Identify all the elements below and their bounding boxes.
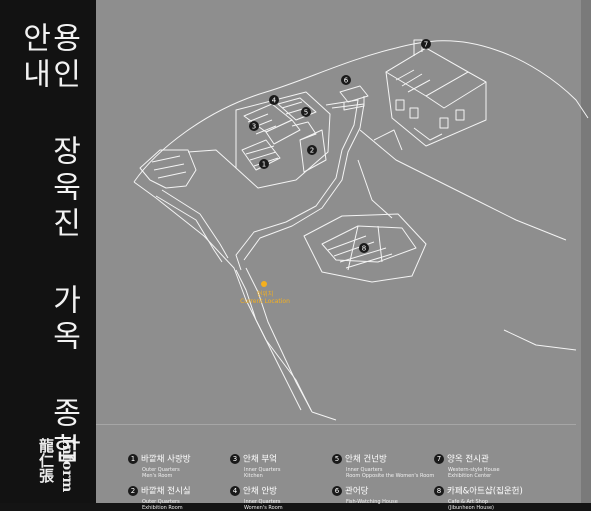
legend-subtitle-2: (Jibunheon House) bbox=[448, 505, 495, 511]
legend-subtitle-2: Women's Room bbox=[244, 505, 283, 511]
marker-3-label: 3 bbox=[252, 123, 256, 131]
marker-5-label: 5 bbox=[304, 109, 308, 117]
marker-1-label: 1 bbox=[262, 161, 266, 169]
left-title-strip bbox=[0, 0, 96, 503]
marker-5[interactable] bbox=[301, 107, 311, 117]
marker-8[interactable] bbox=[359, 243, 369, 253]
site-boundary bbox=[133, 40, 589, 183]
panel-edge bbox=[581, 0, 591, 503]
legend-subtitle-2: Men's Room bbox=[142, 473, 173, 479]
outer-wall bbox=[139, 149, 197, 189]
legend-subtitle-2: Exhibition Center bbox=[448, 473, 492, 479]
pavilion-6 bbox=[339, 85, 369, 103]
legend-subtitle-2: Exhibition Room bbox=[142, 505, 183, 511]
current-location-label: 현위치 Current Location bbox=[230, 291, 300, 305]
legend-title: 관어당 bbox=[345, 486, 369, 497]
legend-number-icon: 2 bbox=[128, 485, 138, 496]
marker-1[interactable] bbox=[259, 159, 269, 169]
title-info-latin: Inform bbox=[59, 438, 75, 493]
marker-7[interactable] bbox=[421, 39, 431, 49]
legend-title: 안채 부엌 bbox=[243, 454, 277, 465]
legend-number-icon: 6 bbox=[332, 485, 342, 496]
legend-subtitle: Cafe & Art Shop bbox=[448, 499, 489, 505]
legend-number-icon: 1 bbox=[128, 453, 138, 464]
legend-subtitle-2: Room Opposite the Women's Room bbox=[346, 473, 435, 479]
marker-7-label: 7 bbox=[424, 41, 428, 49]
legend-number-icon: 3 bbox=[230, 453, 240, 464]
marker-6-label: 6 bbox=[344, 77, 349, 85]
legend-number-icon: 7 bbox=[434, 453, 444, 464]
legend-subtitle: Inner Quarters bbox=[244, 499, 281, 505]
marker-2[interactable] bbox=[307, 145, 317, 155]
legend-subtitle-2: Kitchen bbox=[244, 473, 263, 479]
legend-title: 안채 안방 bbox=[243, 486, 277, 497]
site-map: 1 2 3 4 5 6 7 8 bbox=[133, 39, 589, 421]
legend-subtitle: Inner Quarters bbox=[346, 467, 383, 473]
cafe-8 bbox=[303, 213, 427, 283]
current-location-ko: 현위치 bbox=[256, 291, 274, 298]
legend-title: 카페&아트샵(집운헌) bbox=[447, 486, 523, 497]
marker-6[interactable] bbox=[341, 75, 351, 85]
marker-3[interactable] bbox=[249, 121, 259, 131]
legend-divider bbox=[96, 424, 576, 425]
legend-title: 안채 건넌방 bbox=[345, 454, 387, 465]
legend-subtitle: Outer Quarters bbox=[142, 499, 180, 505]
legend-title: 바깥채 전시실 bbox=[141, 486, 191, 497]
legend-title: 바깥채 사랑방 bbox=[141, 454, 191, 465]
legend-subtitle: Outer Quarters bbox=[142, 467, 180, 473]
path-road bbox=[235, 99, 359, 271]
current-location-icon bbox=[261, 281, 267, 287]
marker-2-label: 2 bbox=[310, 147, 314, 155]
title-hanja: 龍仁張 bbox=[37, 438, 55, 483]
current-location-en: Current Location bbox=[240, 298, 290, 305]
legend-title: 양옥 전시관 bbox=[447, 454, 489, 465]
hanok-main bbox=[235, 91, 331, 189]
page-title: 용인 장욱진 가옥 종합안내 bbox=[16, 22, 81, 469]
marker-8-label: 8 bbox=[362, 245, 366, 253]
legend-number-icon: 4 bbox=[230, 485, 240, 496]
legend-subtitle: Inner Quarters bbox=[244, 467, 281, 473]
marker-4-label: 4 bbox=[272, 97, 277, 105]
marker-4[interactable] bbox=[269, 95, 279, 105]
legend-subtitle: Western-style House bbox=[448, 467, 500, 473]
legend-number-icon: 5 bbox=[332, 453, 342, 464]
legend-subtitle: Fish-Watching House bbox=[346, 499, 398, 505]
legend-number-icon: 8 bbox=[434, 485, 444, 496]
